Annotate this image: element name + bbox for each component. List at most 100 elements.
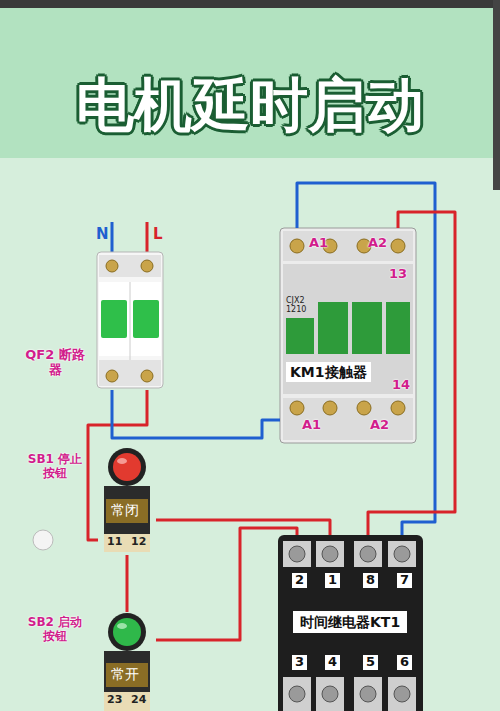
contactor-body bbox=[352, 302, 382, 354]
contactor-body bbox=[290, 239, 304, 253]
start-button bbox=[104, 692, 150, 711]
breaker-body bbox=[99, 255, 161, 277]
start-button bbox=[104, 651, 150, 694]
stop-button: SB1 停止按钮常闭 bbox=[98, 447, 156, 555]
stop-button bbox=[108, 448, 146, 486]
component-plate: 时间继电器KT1 bbox=[293, 611, 407, 633]
breaker-body bbox=[97, 222, 163, 388]
relay-pin-number: 6 bbox=[397, 655, 412, 670]
contactor-body bbox=[280, 228, 416, 443]
stop-button bbox=[113, 453, 141, 481]
contactor: CJX2 1210KM1接触器 bbox=[280, 228, 416, 443]
time-relay-body bbox=[360, 546, 376, 562]
page-title: 电机延时启动 bbox=[76, 72, 424, 139]
contactor-body bbox=[391, 239, 405, 253]
time-relay-body bbox=[322, 686, 338, 702]
relay-pin-number: 8 bbox=[363, 573, 378, 588]
relay-pin-number: 2 bbox=[292, 573, 307, 588]
screen-dot bbox=[33, 530, 53, 550]
wire bbox=[297, 183, 435, 535]
terminal-label: 24 bbox=[131, 694, 146, 707]
contactor-body bbox=[283, 264, 413, 394]
breaker-body bbox=[106, 370, 118, 382]
wire bbox=[368, 212, 455, 535]
breaker-body bbox=[97, 252, 163, 388]
time-relay-body bbox=[278, 535, 423, 711]
start-button bbox=[108, 613, 146, 651]
breaker-body bbox=[99, 360, 161, 386]
contact-type: 常闭 bbox=[111, 502, 139, 518]
stop-button bbox=[117, 458, 127, 464]
component-label: SB1 停止按钮 bbox=[26, 453, 84, 481]
breaker-body bbox=[133, 300, 159, 338]
wire bbox=[88, 390, 147, 540]
relay-pin-number: 7 bbox=[397, 573, 412, 588]
relay-pin-number: 1 bbox=[325, 573, 340, 588]
time-relay-body bbox=[289, 546, 305, 562]
contactor-body bbox=[323, 401, 337, 415]
time-relay-body bbox=[388, 677, 416, 711]
relay-pin-number: 5 bbox=[363, 655, 378, 670]
contactor-body bbox=[286, 318, 314, 354]
terminal-label: 23 bbox=[107, 694, 122, 707]
time-relay-body bbox=[283, 541, 311, 567]
time-relay-body bbox=[322, 546, 338, 562]
stop-button bbox=[104, 448, 150, 552]
wire-tag: N bbox=[96, 226, 109, 243]
breaker-body bbox=[106, 260, 118, 272]
component-plate: KM1接触器 bbox=[286, 362, 371, 382]
contactor-body bbox=[357, 401, 371, 415]
time-relay-body bbox=[360, 686, 376, 702]
model-number: CJX2 1210 bbox=[286, 296, 316, 314]
time-relay: 时间继电器KT1 bbox=[278, 535, 423, 711]
time-relay-body bbox=[388, 541, 416, 567]
terminal-label: 13 bbox=[389, 267, 407, 282]
header-band bbox=[0, 0, 500, 8]
circuit-breaker: QF2 断路器 bbox=[95, 248, 165, 390]
contactor-body bbox=[283, 231, 413, 261]
header-band bbox=[493, 0, 500, 190]
terminal-label: A2 bbox=[368, 236, 387, 251]
relay-pin-number: 3 bbox=[292, 655, 307, 670]
time-relay-body bbox=[289, 686, 305, 702]
breaker-body bbox=[141, 370, 153, 382]
stop-button bbox=[104, 486, 150, 536]
header-band bbox=[0, 0, 500, 190]
terminal-label: 14 bbox=[392, 378, 410, 393]
component-label: SB2 启动按钮 bbox=[26, 616, 84, 644]
time-relay-body bbox=[354, 677, 382, 711]
start-button bbox=[106, 663, 148, 687]
terminal-label: A1 bbox=[302, 418, 321, 433]
component-label: QF2 断路器 bbox=[25, 348, 85, 378]
terminal-label: A1 bbox=[309, 236, 328, 251]
time-relay-body bbox=[394, 546, 410, 562]
time-relay-body bbox=[316, 541, 344, 567]
breaker-body bbox=[101, 300, 127, 338]
contact-type: 常开 bbox=[111, 666, 139, 682]
contactor-body bbox=[391, 401, 405, 415]
start-button bbox=[113, 618, 141, 646]
contactor-body bbox=[283, 398, 413, 440]
time-relay-body bbox=[316, 677, 344, 711]
screen-dot bbox=[33, 530, 53, 550]
contactor-body bbox=[290, 401, 304, 415]
wire bbox=[126, 555, 129, 612]
time-relay-body bbox=[354, 541, 382, 567]
breaker-body bbox=[141, 260, 153, 272]
wire bbox=[112, 390, 280, 438]
terminal-label: 11 bbox=[107, 536, 122, 549]
contactor-body bbox=[280, 228, 416, 443]
contactor-body bbox=[386, 302, 410, 354]
time-relay-body bbox=[394, 686, 410, 702]
time-relay-body bbox=[278, 535, 423, 711]
start-button bbox=[117, 623, 127, 629]
stop-button bbox=[104, 534, 150, 552]
wire bbox=[156, 528, 297, 640]
time-relay-body bbox=[283, 677, 311, 711]
stop-button bbox=[106, 499, 148, 523]
wire-tag: L bbox=[153, 226, 163, 243]
contactor-body bbox=[318, 302, 348, 354]
terminal-label: 12 bbox=[131, 536, 146, 549]
relay-pin-number: 4 bbox=[325, 655, 340, 670]
